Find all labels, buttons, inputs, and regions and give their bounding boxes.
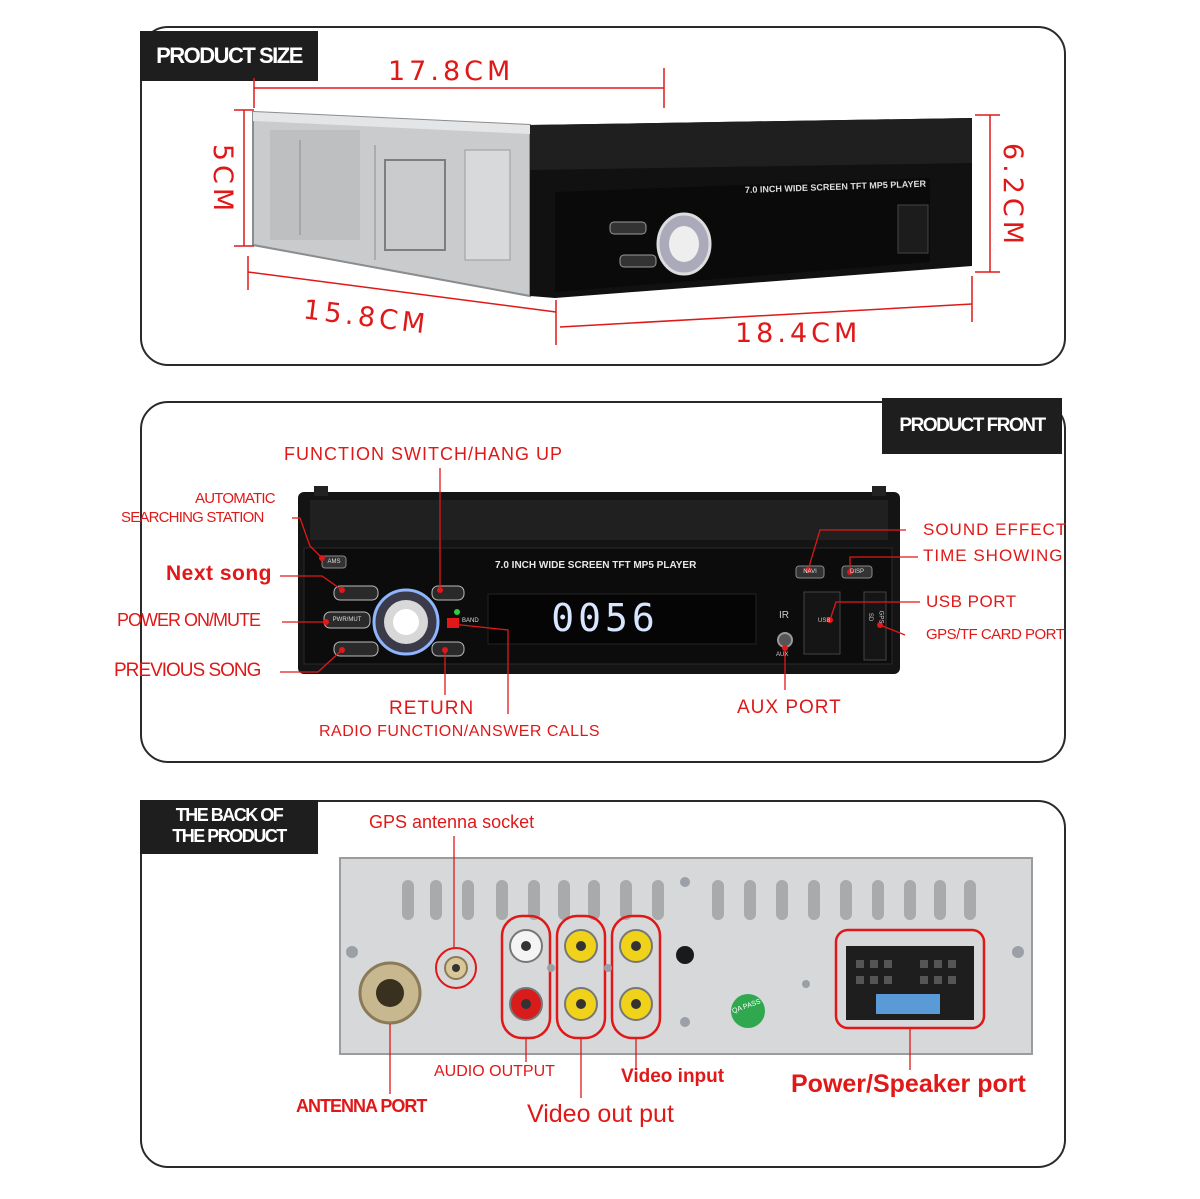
front-callout-lines — [280, 468, 920, 714]
back-callout-lines — [389, 836, 911, 1098]
product-back-tag-line1: THE BACK OF — [175, 805, 284, 825]
label-return: RETURN — [389, 698, 475, 719]
label-automatic: AUTOMATIC — [195, 490, 276, 507]
dim-width-right: 18.4CM — [735, 318, 862, 349]
label-power-speaker: Power/Speaker port — [791, 1070, 1026, 1098]
label-previous-song: PREVIOUS SONG — [114, 660, 261, 681]
band-button[interactable]: BAND — [462, 618, 479, 624]
product-back-tag-line2: THE PRODUCT — [172, 826, 287, 846]
label-searching-station: SEARCHING STATION — [121, 509, 264, 526]
label-antenna-port: ANTENNA PORT — [296, 1096, 427, 1116]
front-device-text: 7.0 INCH WIDE SCREEN TFT MP5 PLAYER — [495, 560, 697, 571]
usb-port[interactable]: USB — [818, 618, 831, 624]
ams-button[interactable]: AMS — [327, 559, 341, 565]
label-gps-antenna: GPS antenna socket — [369, 812, 535, 832]
ir-sensor-label: IR — [779, 610, 789, 621]
dim-length-top: 17.8CM — [388, 56, 515, 87]
product-size-tag: PRODUCT SIZE — [140, 31, 318, 81]
label-function-switch: FUNCTION SWITCH/HANG UP — [284, 444, 563, 464]
front-unit-illustration — [530, 118, 972, 298]
power-mute-button[interactable]: PWR/MUT — [332, 617, 362, 623]
label-radio-function: RADIO FUNCTION/ANSWER CALLS — [319, 723, 601, 740]
screws — [346, 877, 1024, 1027]
label-video-out-put: Video out put — [527, 1100, 674, 1128]
label-gps-tf-port: GPS/TF CARD PORT — [926, 626, 1065, 643]
vent-slots — [402, 880, 976, 920]
label-time-showing: TIME SHOWING — [923, 546, 1064, 565]
label-video-input: Video input — [621, 1066, 725, 1087]
label-aux-port: AUX PORT — [737, 697, 842, 718]
disp-button[interactable]: DISP — [849, 569, 864, 575]
aux-jack-label: AUX — [776, 652, 789, 658]
navi-button[interactable]: NAVI — [803, 569, 817, 575]
product-back-tag: THE BACK OF THE PRODUCT — [140, 800, 318, 854]
display-readout: 0056 — [551, 596, 659, 640]
label-audio-output: AUDIO OUTPUT — [434, 1063, 555, 1080]
label-next-song: Next song — [166, 562, 273, 585]
callout-dots — [319, 555, 883, 653]
label-power-mute: POWER ON/MUTE — [117, 610, 261, 630]
product-front-tag: PRODUCT FRONT — [882, 398, 1062, 454]
label-sound-effect: SOUND EFFECT — [923, 520, 1068, 539]
connector-pins — [856, 960, 956, 984]
rca-jacks — [509, 929, 653, 1021]
label-usb-port: USB PORT — [926, 592, 1017, 611]
